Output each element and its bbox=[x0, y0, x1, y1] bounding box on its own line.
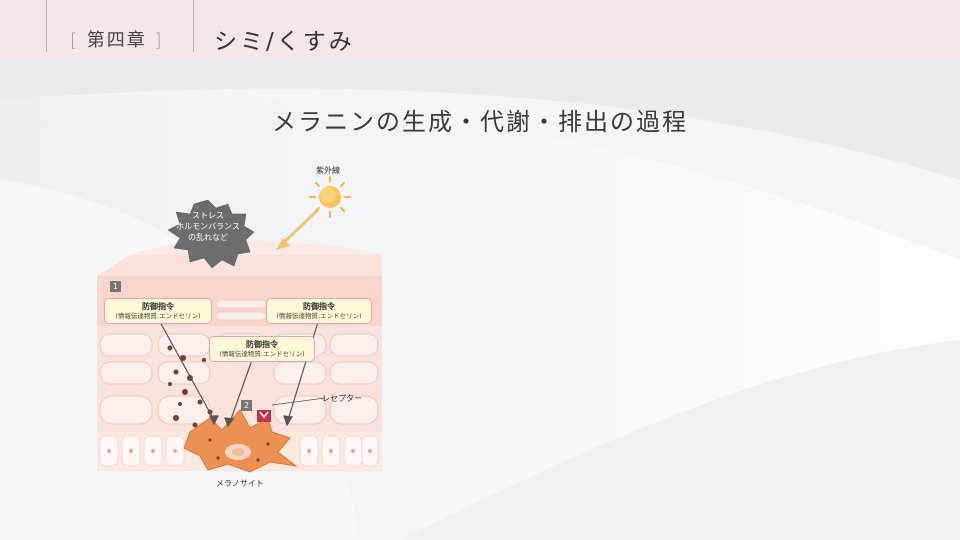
header-divider-left bbox=[46, 0, 47, 52]
receptor-label: レセプター bbox=[322, 394, 362, 403]
bubble-subtitle: (情報伝達物質:エンドセリン) bbox=[219, 350, 305, 358]
defense-command-bubble-center: 防御指令 (情報伝達物質:エンドセリン) bbox=[209, 336, 315, 362]
bubble-title: 防御指令 bbox=[246, 340, 278, 349]
header-divider-right bbox=[193, 0, 194, 52]
uv-label: 紫外線 bbox=[316, 166, 340, 175]
header-bar: [ 第四章 ] シミ/くすみ bbox=[0, 0, 960, 61]
defense-command-bubble-right: 防御指令 (情報伝達物質:エンドセリン) bbox=[266, 298, 372, 324]
stress-line-2: ホルモンバランス bbox=[176, 222, 240, 231]
chapter-label: [ 第四章 ] bbox=[70, 26, 164, 52]
step-number-1: 1 bbox=[110, 281, 121, 292]
receptor bbox=[257, 397, 326, 422]
melanocyte-label: メラノサイト bbox=[216, 479, 264, 488]
melanin-dots bbox=[167, 345, 213, 428]
signal-arrows bbox=[159, 321, 319, 428]
bubble-subtitle: (情報伝達物質:エンドセリン) bbox=[276, 312, 362, 320]
bubble-title: 防御指令 bbox=[303, 302, 335, 311]
stress-burst-icon bbox=[167, 199, 255, 269]
bracket-open: [ bbox=[70, 30, 80, 51]
sun-icon bbox=[309, 176, 351, 218]
stress-line-3: の乱れなど bbox=[188, 233, 228, 242]
chapter-number: 第四章 bbox=[86, 30, 147, 51]
slide-title: メラニンの生成・代謝・排出の過程 bbox=[272, 108, 688, 136]
melanocyte bbox=[183, 409, 298, 473]
defense-command-bubble-left: 防御指令 (情報伝達物質:エンドセリン) bbox=[104, 298, 212, 324]
step-number-2: 2 bbox=[241, 400, 252, 411]
bracket-close: ] bbox=[154, 30, 164, 51]
uv-arrow bbox=[276, 208, 320, 250]
bubble-subtitle: (情報伝達物質:エンドセリン) bbox=[115, 312, 201, 320]
stress-label: ストレス ホルモンバランス の乱れなど bbox=[162, 210, 254, 243]
bubble-title: 防御指令 bbox=[142, 302, 174, 311]
section-title: シミ/くすみ bbox=[214, 29, 355, 55]
stress-line-1: ストレス bbox=[192, 211, 224, 220]
